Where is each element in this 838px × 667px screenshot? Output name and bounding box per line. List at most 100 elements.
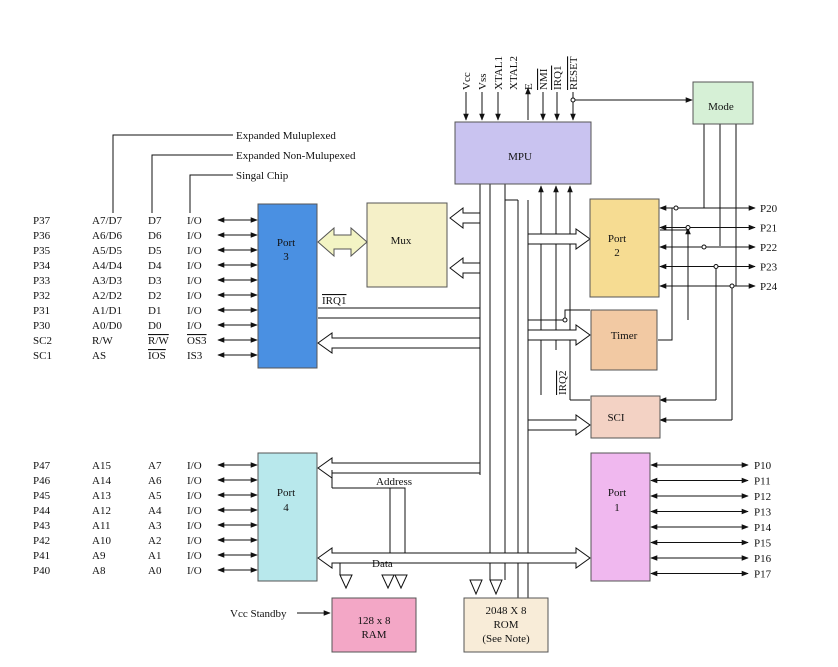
port2-junction: [673, 205, 679, 211]
port3-cell: P31: [33, 305, 50, 317]
port4-cell: I/O: [187, 565, 202, 577]
port1-pin-label: P17: [754, 569, 772, 581]
port4-cell: A7: [148, 460, 162, 472]
port3-cell: P36: [33, 230, 51, 242]
ram-label-2: RAM: [361, 629, 386, 641]
port3-cell: I/O: [187, 245, 202, 257]
port3-cell: P33: [33, 275, 51, 287]
irq2-label: IRQ2: [557, 371, 569, 395]
port3-cell: I/O: [187, 260, 202, 272]
port4-cell: A11: [92, 520, 111, 532]
vcc-standby-label: Vcc Standby: [230, 608, 287, 620]
mpu-pin-label: XTAL2: [508, 56, 520, 90]
port3-cell: IOS: [148, 350, 166, 362]
mpu-pin-label: RESET: [568, 56, 580, 90]
port4-cell: A1: [148, 550, 161, 562]
port2-pin-label: P22: [760, 242, 777, 254]
port4-label: Port: [277, 487, 295, 499]
port1-pin-label: P16: [754, 553, 772, 565]
port1-label: Port: [608, 487, 626, 499]
port3-cell: P35: [33, 245, 51, 257]
port4-cell: A0: [148, 565, 162, 577]
port2-block: [589, 198, 660, 298]
port2-junction: [701, 244, 707, 250]
port1-pin-label: P10: [754, 460, 772, 472]
port3-number: 3: [283, 251, 289, 263]
port3-cell: I/O: [187, 215, 202, 227]
port3-cell: D2: [148, 290, 161, 302]
legend-non-multiplexed: Expanded Non-Mulupexed: [236, 150, 356, 162]
port3-cell: A0/D0: [92, 320, 122, 332]
port3-cell: D6: [148, 230, 162, 242]
port4-cell: P40: [33, 565, 51, 577]
irq1-label: IRQ1: [322, 295, 346, 307]
mpu-pin-label: Vcc: [461, 72, 473, 90]
mux-label: Mux: [391, 235, 412, 247]
port4-cell: I/O: [187, 490, 202, 502]
port3-cell: D0: [148, 320, 162, 332]
port2-pin-label: P23: [760, 262, 778, 274]
port4-cell: A14: [92, 475, 111, 487]
port3-cell: I/O: [187, 275, 202, 287]
port4-cell: A13: [92, 490, 111, 502]
port3-cell: P34: [33, 260, 51, 272]
port3-cell: P37: [33, 215, 51, 227]
port3-block: [257, 203, 318, 369]
mode-label: Mode: [708, 101, 734, 113]
port1-pin-label: P13: [754, 507, 772, 519]
port3-cell: IS3: [187, 350, 203, 362]
mpu-pin-label: Vss: [477, 73, 489, 90]
port2-label: Port: [608, 233, 626, 245]
rom-label: 2048 X 8: [486, 605, 527, 617]
port4-cell: A2: [148, 535, 161, 547]
port4-cell: A8: [92, 565, 106, 577]
port3-cell: SC1: [33, 350, 52, 362]
port4-cell: A9: [92, 550, 106, 562]
port3-cell: SC2: [33, 335, 52, 347]
port3-label: Port: [277, 237, 295, 249]
port3-cell: D1: [148, 305, 161, 317]
port3-cell: A1/D1: [92, 305, 122, 317]
mpu-pin-label: E: [523, 83, 535, 90]
port3-cell: D4: [148, 260, 162, 272]
mode-block: [692, 81, 754, 125]
port2-pin-label: P24: [760, 281, 778, 293]
mpu-block: [454, 121, 592, 185]
port2-junction: [713, 264, 719, 269]
data-bus-label: Data: [372, 558, 393, 570]
port4-cell: A10: [92, 535, 111, 547]
port1-pin-label: P11: [754, 476, 771, 488]
port3-cell: A3/D3: [92, 275, 122, 287]
port4-block: [257, 452, 318, 582]
port1-pin-label: P14: [754, 522, 772, 534]
port4-cell: I/O: [187, 520, 202, 532]
port2-junction: [685, 225, 691, 230]
port4-cell: P42: [33, 535, 50, 547]
port3-cell: R/W: [148, 335, 169, 347]
port3-cell: P32: [33, 290, 50, 302]
port3-cell: AS: [92, 350, 106, 362]
port3-cell: D5: [148, 245, 162, 257]
timer-label: Timer: [611, 330, 638, 342]
port1-number: 1: [614, 502, 620, 514]
port4-cell: P43: [33, 520, 51, 532]
port3-cell: A4/D4: [92, 260, 122, 272]
port4-cell: I/O: [187, 460, 202, 472]
port4-cell: A15: [92, 460, 111, 472]
port4-number: 4: [283, 502, 289, 514]
sci-block: [590, 395, 661, 439]
port3-cell: A2/D2: [92, 290, 122, 302]
ram-label: 128 x 8: [358, 615, 392, 627]
port4-cell: A5: [148, 490, 162, 502]
port3-cell: I/O: [187, 320, 202, 332]
legend-single-chip: Singal Chip: [236, 170, 289, 182]
port2-pin-label: P20: [760, 203, 778, 215]
port1-pin-label: P12: [754, 491, 771, 503]
port3-cell: A5/D5: [92, 245, 122, 257]
sci-label: SCI: [607, 412, 624, 424]
wiring: [112, 87, 737, 616]
